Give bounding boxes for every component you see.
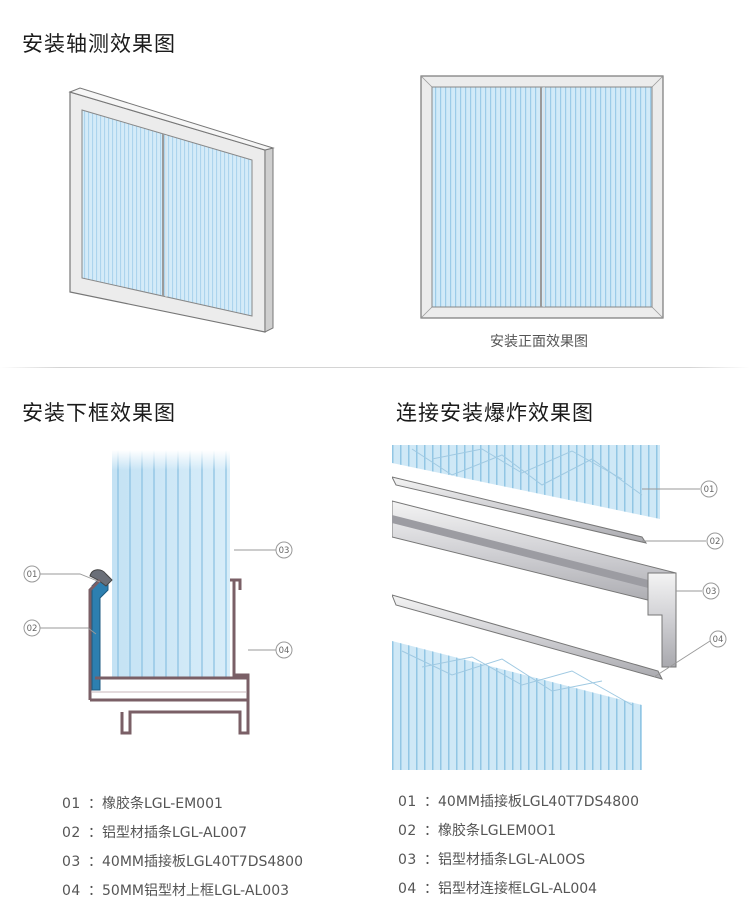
legend-row: 03 ：40MM插接板LGL40T7DS4800 (62, 848, 303, 877)
legend-separator: ： (424, 881, 438, 897)
section-divider (0, 367, 750, 368)
legend-number: 02 (398, 823, 417, 839)
legend-separator: ： (424, 852, 438, 868)
axonometric-title: 安装轴测效果图 (22, 32, 176, 56)
legend-number: 02 (62, 825, 81, 841)
callout-03: 03 (706, 587, 717, 597)
legend-separator: ： (88, 825, 102, 841)
axonometric-window-illustration (60, 80, 280, 344)
legend-text: 50MM铝型材上框LGL-AL003 (102, 883, 290, 899)
legend-row: 02 ：橡胶条LGLEM0O1 (398, 817, 639, 846)
callout-03: 03 (279, 546, 290, 556)
legend-number: 01 (398, 794, 417, 810)
legend-separator: ： (88, 854, 102, 870)
legend-separator: ： (424, 823, 438, 839)
front-window-illustration (420, 75, 665, 324)
legend-separator: ： (88, 796, 102, 812)
legend-row: 01 ：40MM插接板LGL40T7DS4800 (398, 788, 639, 817)
bottom-frame-title: 安装下框效果图 (22, 401, 176, 425)
legend-row: 03 ：铝型材插条LGL-AL0OS (398, 846, 639, 875)
callout-02: 02 (27, 624, 38, 634)
legend-text: 铝型材插条LGL-AL007 (102, 825, 248, 841)
legend-text: 橡胶条LGLEM0O1 (438, 823, 557, 839)
callout-01: 01 (27, 570, 38, 580)
legend-number: 04 (62, 883, 81, 899)
exploded-title: 连接安装爆炸效果图 (396, 401, 594, 425)
front-view-caption: 安装正面效果图 (490, 334, 588, 350)
callout-02: 02 (710, 537, 721, 547)
bottom-frame-section-illustration: 01 02 03 04 (20, 450, 320, 744)
legend-number: 03 (398, 852, 417, 868)
callout-01: 01 (704, 485, 715, 495)
legend-row: 04 ：铝型材连接框LGL-AL004 (398, 875, 639, 904)
legend-separator: ： (424, 794, 438, 810)
legend-separator: ： (88, 883, 102, 899)
legend-text: 铝型材插条LGL-AL0OS (438, 852, 586, 868)
callout-04: 04 (713, 635, 724, 645)
legend-number: 03 (62, 854, 81, 870)
legend-text: 铝型材连接框LGL-AL004 (438, 881, 598, 897)
legend-row: 02 ：铝型材插条LGL-AL007 (62, 819, 303, 848)
exploded-assembly-illustration: 01 02 03 04 (391, 445, 738, 774)
legend-number: 01 (62, 796, 81, 812)
legend-exploded: 01：40MM插接板LGL40T7DS4800 02：橡胶条LGLEM0O1 0… (398, 788, 639, 904)
legend-text: 橡胶条LGL-EM001 (102, 796, 223, 812)
legend-row: 01 ：橡胶条LGL-EM001 (62, 790, 303, 819)
legend-text: 40MM插接板LGL40T7DS4800 (102, 854, 303, 870)
legend-row: 04 ：50MM铝型材上框LGL-AL003 (62, 877, 303, 906)
legend-bottom-frame: 01：橡胶条LGL-EM001 02：铝型材插条LGL-AL007 03：40M… (62, 790, 303, 906)
legend-text: 40MM插接板LGL40T7DS4800 (438, 794, 639, 810)
legend-number: 04 (398, 881, 417, 897)
callout-04: 04 (279, 646, 290, 656)
